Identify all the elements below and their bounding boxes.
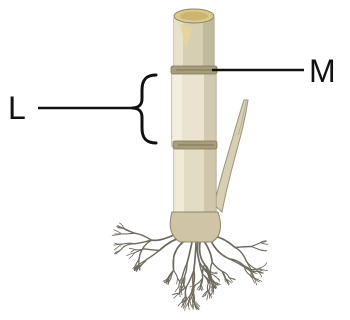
root-strand (212, 262, 222, 271)
root-strand (175, 287, 179, 292)
label-m: M (309, 53, 336, 89)
root-strand (187, 242, 192, 263)
root-strand (122, 244, 134, 249)
root-strand (177, 278, 178, 284)
root-strand (124, 228, 135, 233)
root-strand (259, 263, 266, 268)
label-l: L (8, 90, 26, 126)
side-shoot (214, 100, 248, 212)
root-strand (204, 241, 212, 262)
root-strand (251, 243, 260, 247)
root-strand (139, 254, 140, 264)
root-strand (261, 243, 269, 245)
root-strand (210, 262, 212, 277)
curly-brace-icon (132, 75, 156, 143)
root-strand (147, 250, 160, 259)
root-strand (216, 277, 220, 280)
root-strand (144, 249, 159, 250)
root-strand (186, 287, 187, 299)
root-strand (122, 233, 135, 234)
callout-left: L (8, 75, 156, 143)
root-strand (173, 257, 174, 271)
root-strand (229, 259, 246, 269)
root-strand (131, 250, 135, 253)
root-strand (200, 243, 205, 265)
root-strand (194, 243, 196, 270)
root-strand (190, 300, 192, 308)
root-strand (135, 233, 152, 240)
root-strand (235, 248, 246, 262)
root-strand (235, 247, 251, 248)
root-strand (213, 273, 217, 274)
callout-right: M (212, 53, 336, 89)
root-strand (129, 248, 135, 249)
root-strand (251, 247, 260, 251)
stem (170, 9, 220, 242)
root-strand (114, 230, 122, 234)
root-strand (174, 240, 186, 257)
root-strand (174, 270, 178, 278)
